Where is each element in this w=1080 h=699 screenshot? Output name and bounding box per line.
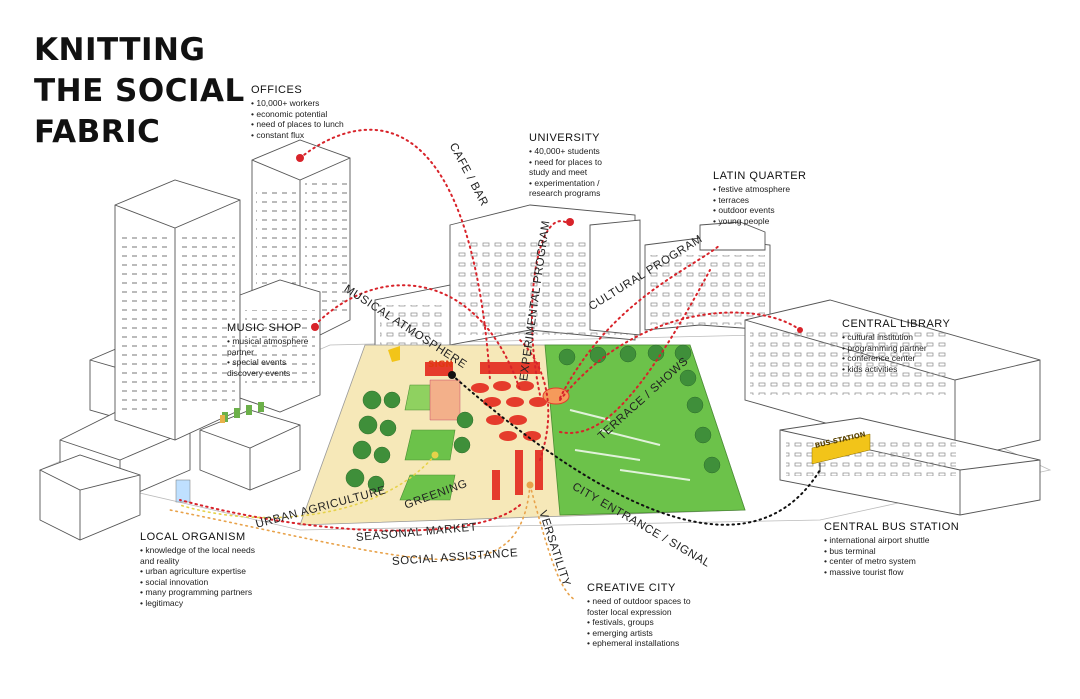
- annotation-heading: CENTRAL LIBRARY: [842, 318, 951, 330]
- annotation-heading: CENTRAL BUS STATION: [824, 521, 960, 533]
- annotation-item: urban agriculture expertise: [140, 566, 270, 577]
- page-title: KNITTING THE SOCIAL FABRIC: [34, 30, 245, 153]
- annotation-item: terraces: [713, 195, 813, 206]
- annotation-item: social innovation: [140, 577, 270, 588]
- annotation-item: constant flux: [251, 130, 371, 141]
- university-building: [374, 204, 641, 356]
- annotation-central-bus-station: CENTRAL BUS STATION international airpor…: [824, 521, 964, 577]
- annotation-item: festivals, groups: [587, 617, 707, 628]
- red-flow-lines: [179, 128, 801, 532]
- annotation-item: legitimacy: [140, 598, 270, 609]
- annotation-item: festive atmosphere: [713, 184, 813, 195]
- red-flow-nodes: [296, 154, 803, 333]
- annotation-heading: LOCAL ORGANISM: [140, 531, 246, 543]
- annotation-item: need of places to lunch: [251, 119, 371, 130]
- black-flow-node: [448, 371, 456, 379]
- annotation-item: emerging artists: [587, 628, 707, 639]
- title-line-1: KNITTING: [34, 32, 206, 68]
- annotation-item: bus terminal: [824, 546, 964, 557]
- annotation-item: experimentation / research programs: [529, 178, 615, 199]
- annotation-local-organism: LOCAL ORGANISM knowledge of the local ne…: [140, 531, 270, 608]
- music-note-icon: [388, 346, 400, 362]
- annotation-creative-city: CREATIVE CITY need of outdoor spaces to …: [587, 582, 707, 649]
- annotation-item: young people: [713, 216, 813, 227]
- context-ground: [38, 334, 1052, 531]
- annotation-heading: CREATIVE CITY: [587, 582, 676, 594]
- annotation-heading: OFFICES: [251, 84, 303, 96]
- trees: [345, 344, 721, 493]
- annotation-item: kids activities: [842, 364, 962, 375]
- annotation-item: musical atmosphere partner: [227, 336, 313, 357]
- annotation-item: many programming partners: [140, 587, 270, 598]
- annotation-central-library: CENTRAL LIBRARY cultural institution pro…: [842, 318, 962, 374]
- annotation-item: outdoor events: [713, 205, 813, 216]
- annotation-item: need of outdoor spaces to foster local e…: [587, 596, 707, 617]
- annotation-item: 40,000+ students: [529, 146, 615, 157]
- annotation-item: ephemeral installations: [587, 638, 707, 649]
- market-stalls: [175, 402, 264, 503]
- annotation-item: conference center: [842, 353, 962, 364]
- bus-station-sign: [811, 433, 871, 472]
- annotation-music-shop: MUSIC SHOP musical atmosphere partner sp…: [227, 322, 313, 378]
- black-flow-line: [451, 374, 821, 526]
- annotation-item: economic potential: [251, 109, 371, 120]
- main-sign-label: SIGN: [428, 360, 453, 370]
- annotation-item: special events discovery events: [227, 357, 313, 378]
- annotation-offices: OFFICES 10,000+ workers economic potenti…: [251, 84, 371, 140]
- title-line-3: FABRIC: [34, 114, 161, 150]
- terrace-umbrellas: [471, 381, 570, 441]
- annotation-heading: UNIVERSITY: [529, 132, 601, 144]
- orange-flow-node: [526, 481, 534, 489]
- yellow-flow-node: [431, 451, 439, 459]
- latin-quarter-buildings: [644, 221, 771, 331]
- office-towers: [114, 139, 351, 441]
- annotation-heading: MUSIC SHOP: [227, 322, 302, 334]
- annotation-item: programming partner: [842, 343, 962, 354]
- annotation-university: UNIVERSITY 40,000+ students need for pla…: [529, 132, 615, 199]
- yellow-flow-lines: [169, 454, 576, 601]
- annotation-item: cultural institution: [842, 332, 962, 343]
- annotation-item: international airport shuttle: [824, 535, 964, 546]
- annotation-item: massive tourist flow: [824, 567, 964, 578]
- annotation-item: 10,000+ workers: [251, 98, 371, 109]
- annotation-item: knowledge of the local needs and reality: [140, 545, 270, 566]
- annotation-latin-quarter: LATIN QUARTER festive atmosphere terrace…: [713, 170, 813, 226]
- annotation-item: need for places to study and meet: [529, 157, 615, 178]
- annotation-heading: LATIN QUARTER: [713, 170, 807, 182]
- title-line-2: THE SOCIAL: [34, 73, 245, 109]
- annotation-item: center of metro system: [824, 556, 964, 567]
